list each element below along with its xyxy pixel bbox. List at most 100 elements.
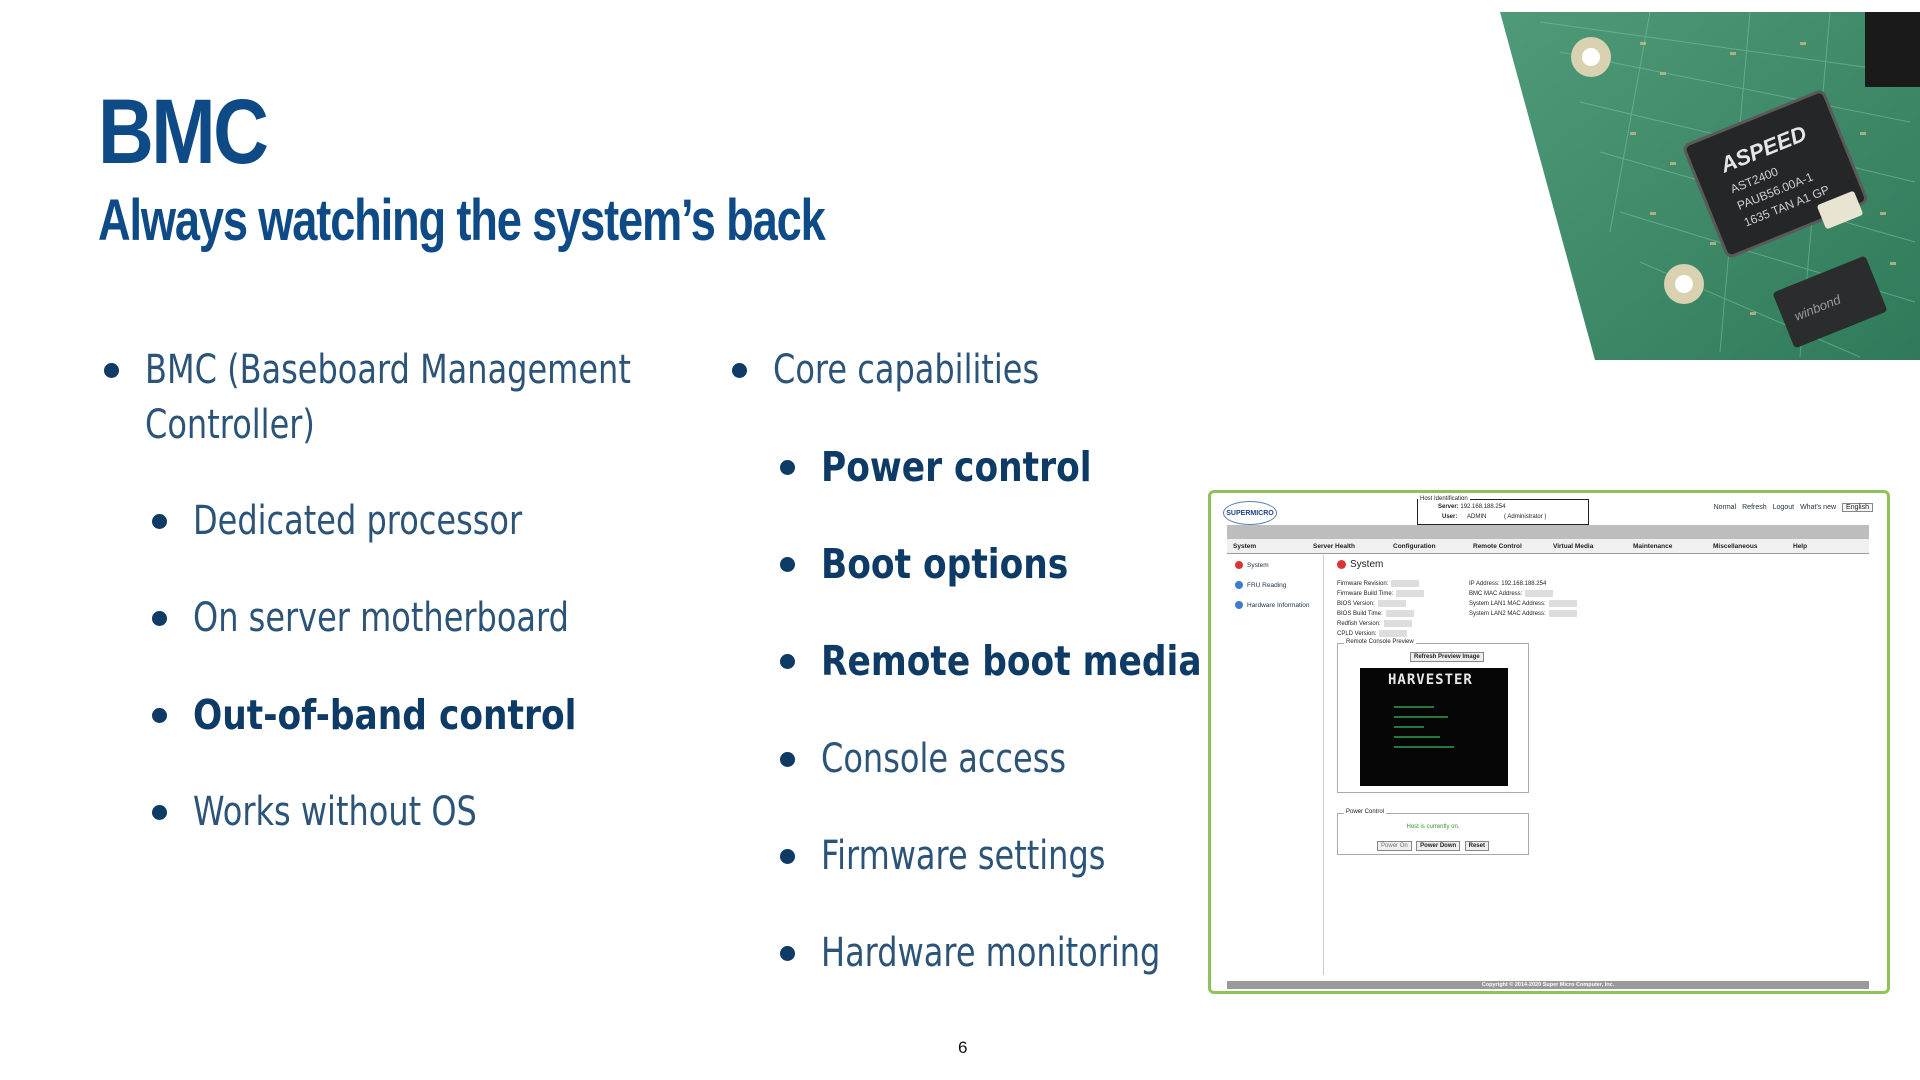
host-identification-label: Host Identification	[1418, 496, 1470, 502]
menu-system[interactable]: System	[1233, 542, 1257, 550]
slide-title: BMC	[98, 81, 269, 183]
redacted-value	[1548, 609, 1577, 617]
redacted-value	[1525, 589, 1554, 597]
info-row: CPLD Version:	[1337, 629, 1424, 639]
redacted-value	[1379, 629, 1408, 637]
sub-bullet-remote-boot-media: Remote boot media	[780, 637, 1274, 686]
logout-link[interactable]: Logout	[1772, 504, 1795, 511]
console-text-line	[1394, 726, 1424, 728]
sub-bullet-hardware-monitoring: Hardware monitoring	[780, 929, 1245, 977]
sub-bullet-works-without-os: Works without OS	[152, 788, 548, 836]
system-section-title: System	[1337, 559, 1857, 570]
memory-slot	[1865, 12, 1920, 87]
bullet-bmc-cont: Controller)	[145, 402, 315, 448]
bullet-dot-icon	[152, 514, 167, 529]
system-icon	[1235, 561, 1243, 569]
power-on-button[interactable]: Power On	[1377, 841, 1412, 851]
info-row: BIOS Build Time:	[1337, 609, 1424, 619]
bullet-dot-icon	[780, 946, 795, 961]
info-row: System LAN1 MAC Address:	[1469, 599, 1577, 609]
menu-miscellaneous[interactable]: Miscellaneous	[1713, 542, 1758, 550]
power-control-panel: Power Control Host is currently on. Powe…	[1337, 809, 1529, 855]
bullet-core-capabilities: Core capabilities	[732, 346, 1106, 394]
info-row: Firmware Revision:	[1337, 579, 1424, 589]
bullet-dot-icon	[152, 805, 167, 820]
server-value: 192.168.188.254	[1460, 504, 1506, 510]
sub-bullet-boot-options: Boot options	[780, 540, 1115, 589]
redacted-value	[1385, 609, 1414, 617]
console-preview-screen[interactable]: HARVESTER	[1360, 668, 1508, 786]
power-down-button[interactable]: Power Down	[1416, 841, 1461, 851]
bmc-footer: Copyright © 2014-2020 Super Micro Comput…	[1227, 981, 1869, 989]
bullet-dot-icon	[780, 654, 795, 669]
menu-server-health[interactable]: Server Health	[1313, 542, 1355, 550]
console-text-line	[1394, 706, 1434, 708]
firmware-info: Firmware Revision: Firmware Build Time: …	[1337, 579, 1425, 639]
ip-address-value: 192.168.188.254	[1501, 581, 1547, 587]
menu-remote-control[interactable]: Remote Control	[1473, 542, 1522, 550]
sub-bullet-console-access: Console access	[780, 735, 1127, 783]
winbond-chip: winbond	[1773, 256, 1887, 348]
page-number: 6	[958, 1038, 968, 1057]
hardware-icon	[1235, 601, 1243, 609]
menu-configuration[interactable]: Configuration	[1393, 542, 1436, 550]
bullet-dot-icon	[780, 557, 795, 572]
fru-icon	[1235, 581, 1243, 589]
console-text-line	[1394, 746, 1454, 748]
slide-subtitle: Always watching the system’s back	[98, 188, 826, 253]
sidebar-item-system[interactable]: System	[1227, 555, 1323, 575]
nav-bar	[1227, 525, 1869, 539]
bullet-dot-icon	[152, 708, 167, 723]
mounting-hole-center	[1675, 275, 1693, 293]
sidebar-item-hardware-information[interactable]: Hardware Information	[1227, 595, 1323, 615]
crystal-oscillator	[1817, 191, 1863, 229]
host-identification-box: Host Identification Server: 192.168.188.…	[1417, 496, 1589, 525]
menu-virtual-media[interactable]: Virtual Media	[1553, 542, 1594, 550]
bullet-dot-icon	[780, 460, 795, 475]
redacted-value	[1548, 599, 1577, 607]
bullet-dot-icon	[104, 363, 119, 378]
info-row: Firmware Build Time:	[1337, 589, 1425, 599]
bmc-web-ui-screenshot: SUPERMICRO Host Identification Server: 1…	[1208, 490, 1890, 994]
console-text-line	[1394, 736, 1440, 738]
bullet-dot-icon	[780, 849, 795, 864]
sub-bullet-on-server-motherboard: On server motherboard	[152, 594, 663, 642]
info-row: IP Address: 192.168.188.254	[1469, 581, 1547, 587]
console-text-line	[1394, 716, 1448, 718]
info-row: BMC MAC Address:	[1469, 589, 1577, 599]
info-row: System LAN2 MAC Address:	[1469, 609, 1577, 619]
normal-link[interactable]: Normal	[1713, 504, 1737, 511]
redacted-value	[1396, 589, 1425, 597]
redacted-value	[1391, 579, 1420, 587]
bmc-sidebar: System FRU Reading Hardware Information	[1227, 555, 1324, 975]
menu-maintenance[interactable]: Maintenance	[1633, 542, 1673, 550]
redacted-value	[1383, 619, 1412, 627]
user-role: ( Administrator )	[1504, 514, 1547, 520]
system-icon	[1337, 560, 1346, 569]
sub-bullet-dedicated-processor: Dedicated processor	[152, 497, 604, 545]
main-menu: System Server Health Configuration Remot…	[1227, 539, 1869, 554]
bullet-bmc: BMC (Baseboard Management	[104, 346, 752, 394]
sub-bullet-out-of-band-control: Out-of-band control	[152, 691, 650, 740]
bullet-dot-icon	[780, 752, 795, 767]
refresh-link[interactable]: Refresh	[1742, 504, 1767, 511]
console-banner-text: HARVESTER	[1388, 672, 1473, 688]
top-links: Normal Refresh Logout What's new English	[1714, 503, 1873, 512]
bullet-dot-icon	[732, 363, 747, 378]
network-info: IP Address: 192.168.188.254 BMC MAC Addr…	[1469, 579, 1577, 619]
language-select[interactable]: English	[1842, 503, 1873, 512]
reset-button[interactable]: Reset	[1464, 841, 1489, 851]
info-row: BIOS Version:	[1337, 599, 1424, 609]
whats-new-link[interactable]: What's new	[1800, 504, 1837, 511]
motherboard-photo: ASPEED AST2400 PAUB56.00A-1 1635 TAN A1 …	[1500, 12, 1920, 360]
user-value: ADMIN	[1467, 514, 1487, 520]
sub-bullet-firmware-settings: Firmware settings	[780, 832, 1177, 880]
sub-bullet-power-control: Power control	[780, 443, 1143, 492]
host-status: Host is currently on.	[1406, 824, 1460, 830]
sidebar-item-fru-reading[interactable]: FRU Reading	[1227, 575, 1323, 595]
mounting-hole-center	[1582, 48, 1600, 66]
menu-help[interactable]: Help	[1793, 542, 1808, 550]
redacted-value	[1377, 599, 1406, 607]
refresh-preview-button[interactable]: Refresh Preview Image	[1410, 652, 1484, 662]
remote-console-preview: Remote Console Preview Refresh Preview I…	[1337, 639, 1529, 793]
